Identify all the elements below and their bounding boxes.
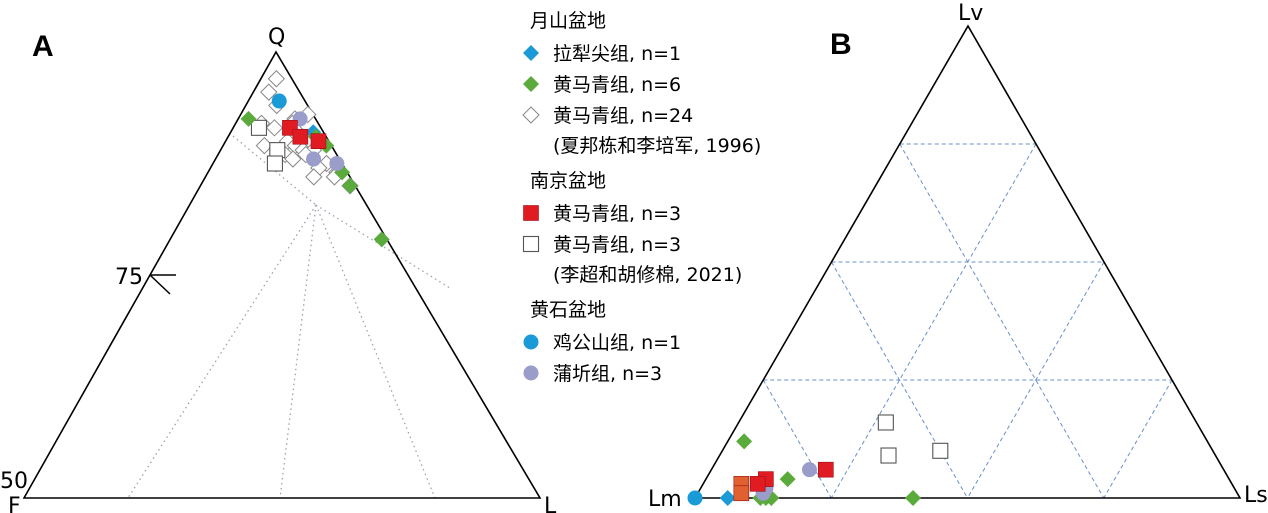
grid-line-5: [967, 261, 1105, 499]
panel-a: A 75 50 Q F L: [0, 25, 557, 513]
data-point-diamond-3-5: [373, 231, 390, 248]
legend-label-1-1: 黄马青组, n=3: [553, 234, 681, 256]
data-point-diamond-1-0: [719, 490, 736, 506]
tick-75-label: 75: [115, 265, 143, 290]
vertex-lm-label: Lm: [648, 487, 682, 512]
grid-line-1: [899, 143, 1105, 499]
field-line-2: [315, 204, 451, 289]
data-point-diamond-open-0-17: [284, 150, 302, 168]
legend-heading-0: 月山盆地: [530, 10, 606, 32]
field-line-4: [127, 204, 317, 499]
data-point-square-6-1: [292, 128, 309, 145]
grid-line-2: [830, 143, 1037, 499]
legend-marker-0-2: [522, 106, 540, 124]
legend-sublabel-1-1: (李超和胡修棉, 2021): [553, 264, 742, 286]
legend-marker-1-1: [522, 235, 540, 253]
data-point-diamond-3-4: [342, 177, 359, 194]
legend-label-0-0: 拉犁尖组, n=1: [553, 43, 681, 65]
legend-marker-0-1: [523, 76, 539, 92]
panel-a-label: A: [32, 30, 54, 63]
data-point-diamond-open-0-7: [265, 119, 284, 137]
data-point-diamond-open-0-1: [260, 83, 278, 101]
vertex-l-label: L: [544, 494, 557, 513]
data-point-square-open-1-0: [250, 119, 268, 136]
vertex-f-label: F: [8, 494, 21, 513]
panel-b-label: B: [830, 28, 852, 61]
legend-marker-2-1: [523, 365, 539, 381]
data-point-circle-4-0: [271, 93, 287, 109]
legend-label-0-1: 黄马青组, n=6: [553, 74, 681, 96]
data-point-circle-5-1: [306, 151, 322, 167]
panel-b-triangle: [693, 24, 1242, 499]
legend-sublabel-0-2: (夏邦栋和李培军, 1996): [553, 135, 761, 157]
field-line-5: [315, 204, 436, 499]
data-point-square-open-0-0: [877, 414, 894, 431]
data-point-diamond-3-0: [240, 110, 257, 127]
data-point-diamond-2-4: [905, 490, 921, 506]
data-point-square-5-2: [749, 476, 766, 492]
panel-a-data-points: [240, 70, 390, 248]
data-point-diamond-2-0: [736, 433, 753, 450]
legend-heading-2: 黄石盆地: [530, 299, 606, 321]
legend-marker-2-0: [523, 334, 539, 350]
vertex-ls-label: Ls: [1244, 483, 1268, 508]
data-point-square-open-1-2: [266, 155, 283, 172]
data-point-circle-3-0: [687, 490, 703, 506]
data-point-diamond-open-0-0: [267, 70, 286, 88]
grid-line-8: [1103, 379, 1173, 499]
vertex-q-label: Q: [268, 25, 285, 50]
vertex-lv-label: Lv: [958, 1, 983, 26]
legend-marker-1-0: [523, 205, 539, 221]
grid-line-7: [762, 379, 832, 499]
panel-b-grid: [762, 143, 1173, 499]
data-point-square-6-1: [733, 485, 750, 502]
legend-label-2-0: 鸡公山组, n=1: [553, 332, 681, 354]
data-point-circle-5-2: [329, 156, 345, 171]
data-point-square-open-0-2: [932, 442, 949, 459]
panel-b: B Lv Lm Ls: [648, 1, 1268, 512]
legend-marker-0-0: [523, 45, 539, 61]
legend-label-2-1: 蒲圻组, n=3: [553, 363, 662, 385]
panel-b-data-points: [687, 414, 949, 506]
data-point-square-6-2: [310, 133, 327, 149]
tick-50-label: 50: [0, 469, 28, 494]
panel-a-triangle: [22, 50, 542, 499]
data-point-diamond-open-0-21: [305, 168, 323, 186]
data-point-diamond-2-3: [779, 471, 796, 488]
panel-a-tick-75: [149, 274, 176, 295]
legend-label-0-2: 黄马青组, n=24: [553, 105, 693, 127]
data-point-square-open-0-1: [880, 447, 897, 464]
data-point-circle-4-0: [801, 462, 817, 478]
legend-label-1-0: 黄马青组, n=3: [553, 203, 681, 225]
field-line-3: [279, 204, 317, 499]
panel-a-field-lines: [127, 135, 451, 499]
data-point-square-open-1-1: [269, 142, 286, 159]
data-point-square-5-0: [818, 461, 834, 478]
legend-heading-1: 南京盆地: [530, 170, 606, 192]
